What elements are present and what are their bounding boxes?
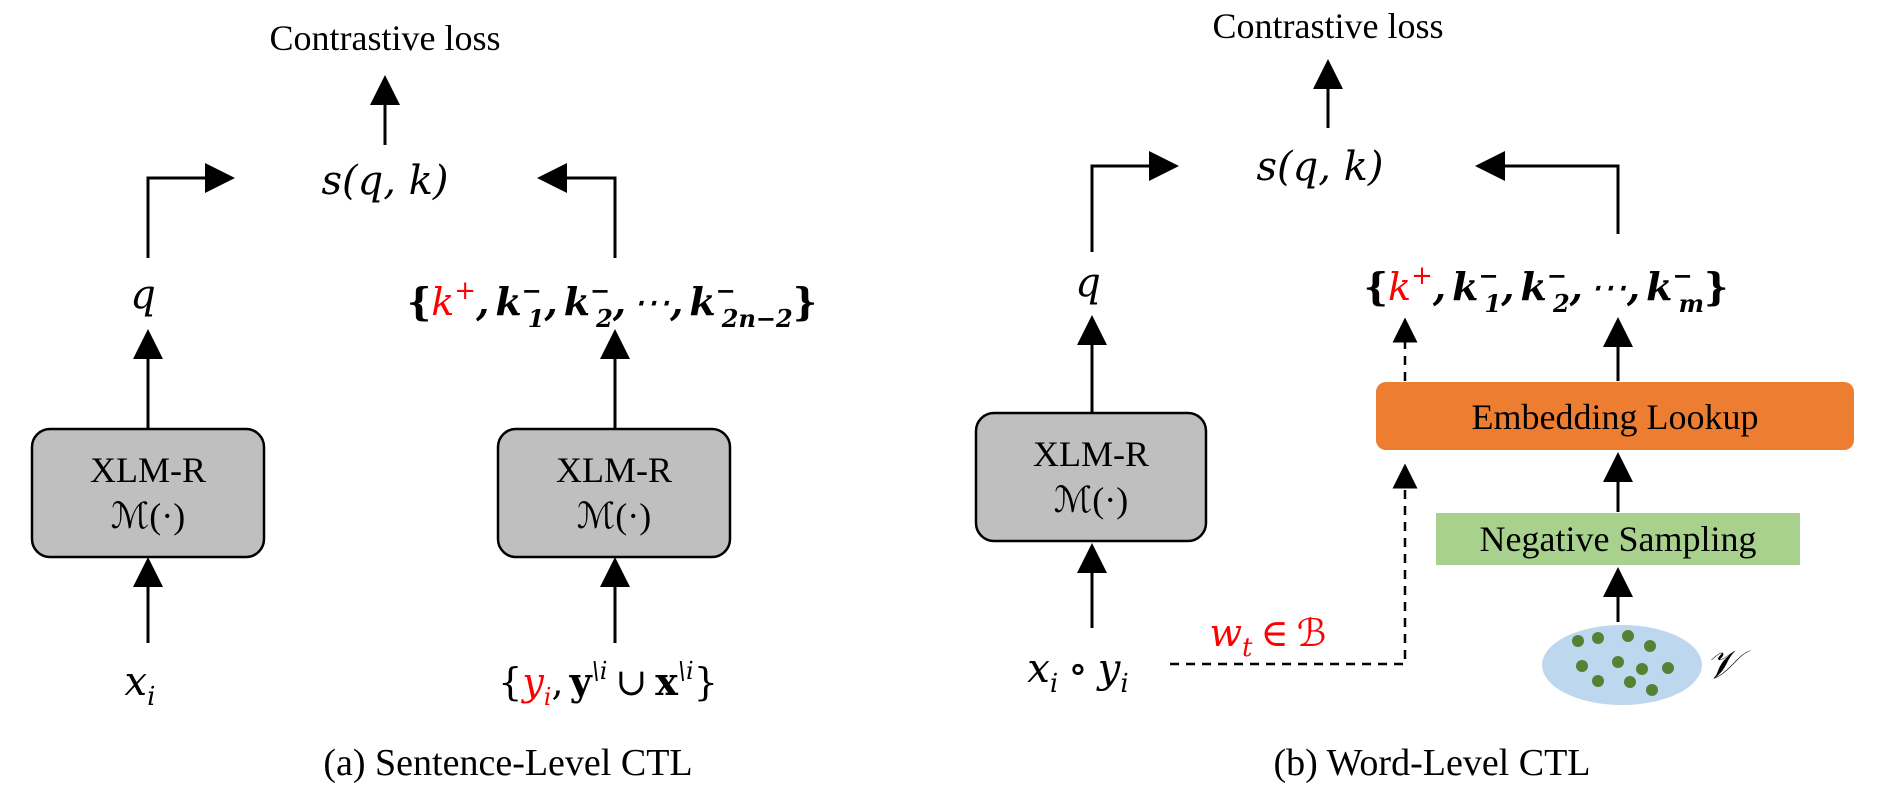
word-in-batch: wt∈ℬ: [1210, 611, 1327, 663]
arrow-keys-to-score: [537, 163, 617, 258]
vocabulary-symbol: 𝒱: [1705, 642, 1751, 687]
negative-sampling-box: Negative Sampling: [1436, 513, 1800, 565]
query-label: q: [1075, 260, 1101, 306]
sentence-input-x: xi: [125, 659, 156, 712]
caption-a: (a) Sentence-Level CTL: [323, 742, 692, 784]
encoder-box-right: XLM-R ℳ(·): [496, 427, 732, 559]
caption-b: (b) Word-Level CTL: [1273, 742, 1590, 784]
encoder-function: ℳ(·): [1054, 480, 1128, 520]
embedding-lookup-label: Embedding Lookup: [1472, 397, 1759, 437]
encoder-box: XLM-R ℳ(·): [974, 411, 1208, 543]
panel-a: Contrastive loss s(q, k) q {k+,k−1,k−2,⋯…: [30, 18, 817, 784]
key-set-sentence: {k+,k−1,k−2,⋯,k−2n−2}: [407, 276, 817, 333]
sentence-input-set: {yi,y\i∪x\i}: [498, 657, 718, 711]
query-label: q: [130, 272, 156, 318]
encoder-name: XLM-R: [90, 450, 206, 490]
similarity-score: s(q, k): [321, 158, 448, 204]
panel-b: Contrastive loss s(q, k) q {k+,k−1,k−2,⋯…: [974, 6, 1854, 784]
negative-sampling-label: Negative Sampling: [1480, 519, 1757, 559]
vocabulary-cluster: [1542, 625, 1702, 705]
arrow-query-to-score: [1090, 151, 1179, 252]
encoder-function: ℳ(·): [111, 496, 185, 536]
contrastive-loss-label: Contrastive loss: [1213, 6, 1444, 46]
arrow-keys-to-score: [1475, 151, 1620, 234]
word-input-pair: xi∘yi: [1027, 646, 1128, 699]
key-set-word: {k+,k−1,k−2,⋯,k−m}: [1364, 261, 1729, 318]
encoder-name: XLM-R: [1033, 434, 1149, 474]
encoder-box-left: XLM-R ℳ(·): [30, 427, 266, 559]
similarity-score: s(q, k): [1256, 144, 1383, 190]
encoder-function: ℳ(·): [577, 496, 651, 536]
contrastive-loss-label: Contrastive loss: [270, 18, 501, 58]
encoder-name: XLM-R: [556, 450, 672, 490]
arrow-query-to-score: [146, 163, 235, 258]
embedding-lookup-box: Embedding Lookup: [1376, 382, 1854, 450]
